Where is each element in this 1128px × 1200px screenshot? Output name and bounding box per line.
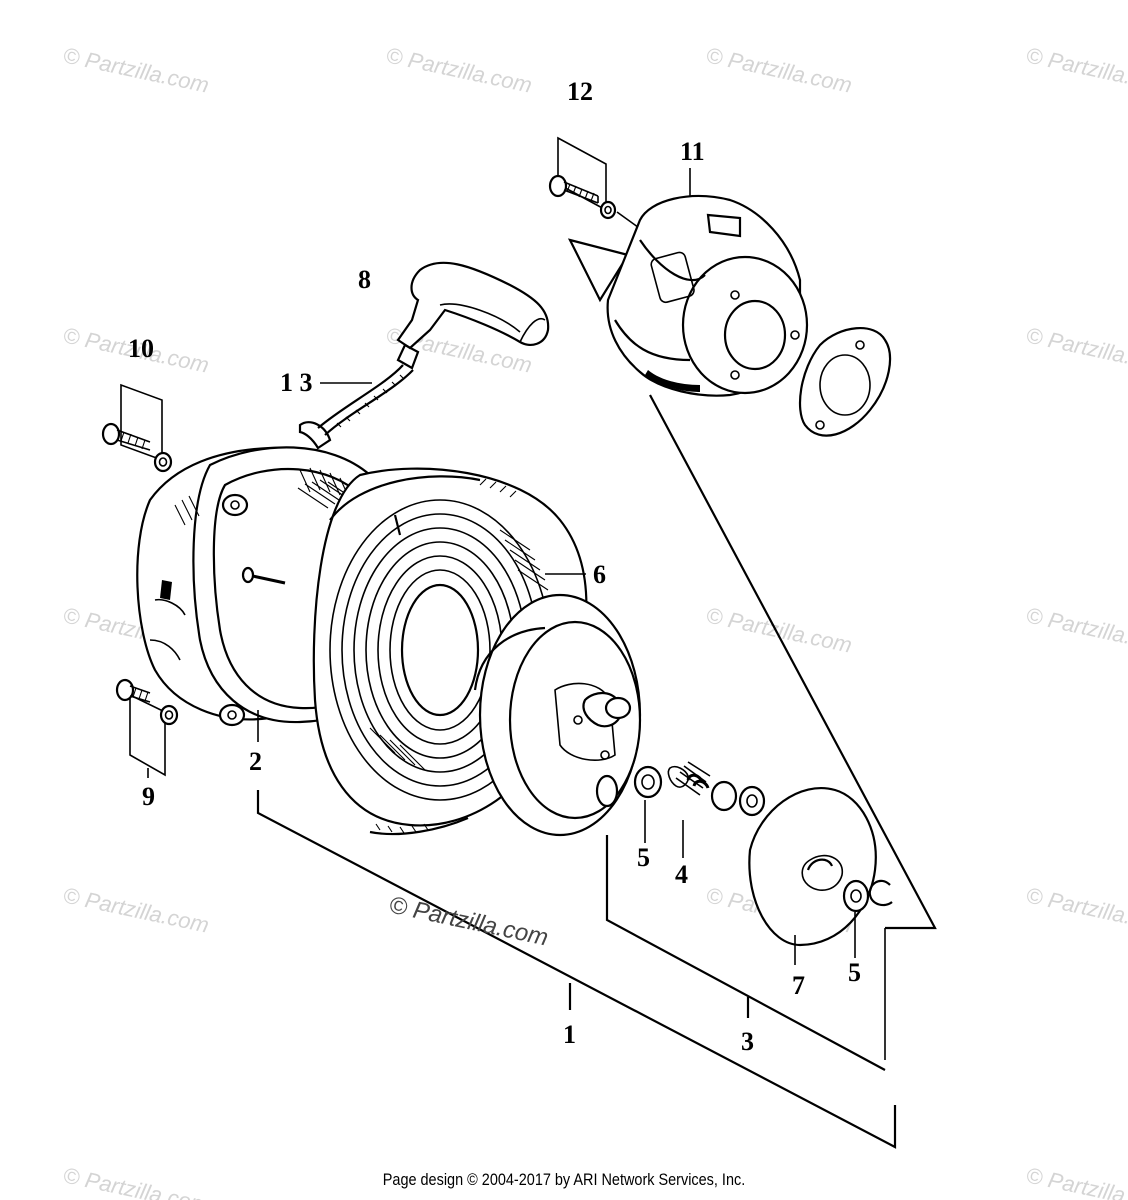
watermark: © Partzilla.com <box>704 602 854 657</box>
callout-11: 11 <box>680 137 705 166</box>
watermark: © Partzilla.com <box>1024 322 1128 377</box>
part-12-bolt-washer <box>548 136 643 231</box>
part-3-pulley <box>473 593 642 837</box>
part-11-gasket-plate <box>798 327 892 437</box>
bracket-leaders <box>256 790 897 1149</box>
callout-5: 5 <box>848 958 861 987</box>
watermark: © Partzilla.com <box>384 42 534 97</box>
callout-4: 4 <box>675 860 688 889</box>
callout-3: 3 <box>741 1027 754 1056</box>
watermark: © Partzilla.com <box>61 42 211 97</box>
watermark: © Partzilla.com <box>1024 42 1128 97</box>
watermark: © Partzilla.com <box>61 882 211 937</box>
callout-2: 2 <box>249 747 262 776</box>
part-9-bolt-washer <box>115 678 179 778</box>
footer-copyright: Page design © 2004-2017 by ARI Network S… <box>382 1170 746 1189</box>
part-8-t-handle <box>396 261 550 370</box>
callout-13: 1 3 <box>280 368 313 397</box>
part-11-pulley-housing <box>567 168 809 397</box>
watermark: © Partzilla.com <box>1024 602 1128 657</box>
watermark: © Partzilla.com <box>1024 882 1128 937</box>
watermark: © Partzilla.com <box>704 42 854 97</box>
part-3-small-parts <box>595 761 766 858</box>
callout-6: 6 <box>593 560 606 589</box>
callout-7: 7 <box>792 971 805 1000</box>
part-5-washer-eclip <box>842 879 893 1060</box>
part-13-rope <box>317 364 414 436</box>
callout-labels: 1 2 3 4 5 5 6 7 8 9 10 11 12 1 3 <box>128 77 861 1056</box>
callout-12: 12 <box>567 77 593 106</box>
callout-5: 5 <box>637 843 650 872</box>
center-watermark: © Partzilla.com <box>387 891 551 951</box>
callout-9: 9 <box>142 782 155 811</box>
callout-10: 10 <box>128 334 154 363</box>
part-10-bolt-washer <box>101 383 173 473</box>
callout-1: 1 <box>563 1020 576 1049</box>
part-7-friction-plate <box>748 787 877 965</box>
callout-8: 8 <box>358 265 371 294</box>
assembly-leader <box>649 394 937 930</box>
